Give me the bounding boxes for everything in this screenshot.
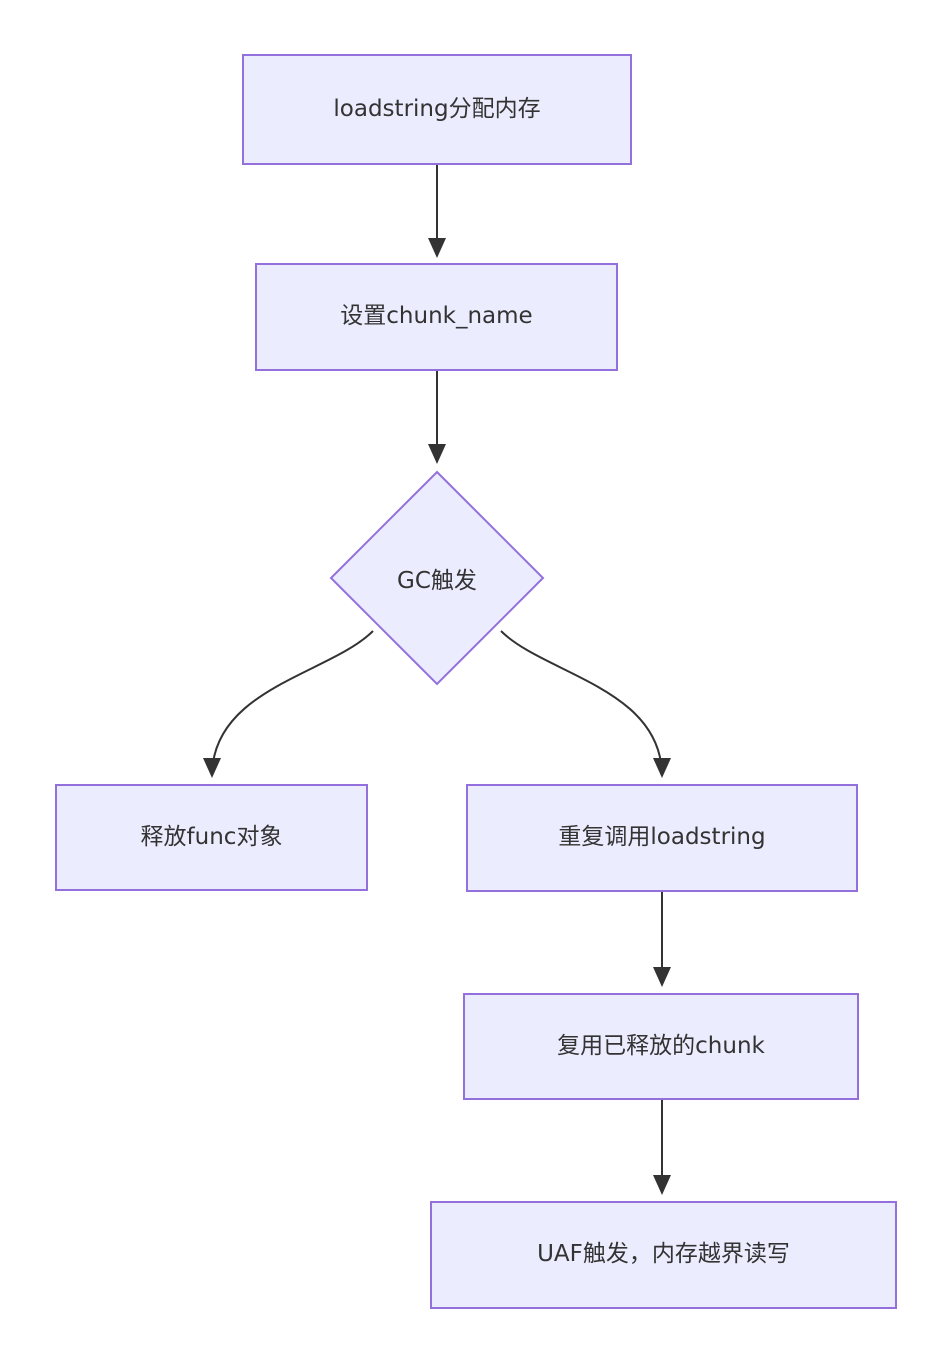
node-set-chunk-name-label: 设置chunk_name (340, 303, 533, 330)
node-reuse-chunk: 复用已释放的chunk (463, 993, 859, 1100)
node-gc-trigger-label: GC触发 (397, 568, 477, 594)
node-loadstring-alloc: loadstring分配内存 (242, 54, 632, 165)
node-gc-trigger-shape (329, 470, 545, 686)
node-free-func-label: 释放func对象 (140, 823, 283, 850)
node-gc-trigger: GC触发 (337, 556, 537, 600)
node-free-func: 释放func对象 (55, 784, 368, 891)
node-reuse-chunk-label: 复用已释放的chunk (557, 1032, 765, 1059)
node-set-chunk-name: 设置chunk_name (255, 263, 618, 371)
edge-gctrigger-to-repeatcall (500, 630, 671, 778)
node-uaf-trigger-label: UAF触发，内存越界读写 (537, 1241, 790, 1268)
node-loadstring-alloc-label: loadstring分配内存 (333, 95, 541, 122)
node-repeat-loadstring-label: 重复调用loadstring (558, 824, 766, 851)
edge-gctrigger-to-freefunc (203, 630, 374, 778)
node-uaf-trigger: UAF触发，内存越界读写 (430, 1201, 897, 1309)
node-repeat-loadstring: 重复调用loadstring (466, 784, 858, 892)
